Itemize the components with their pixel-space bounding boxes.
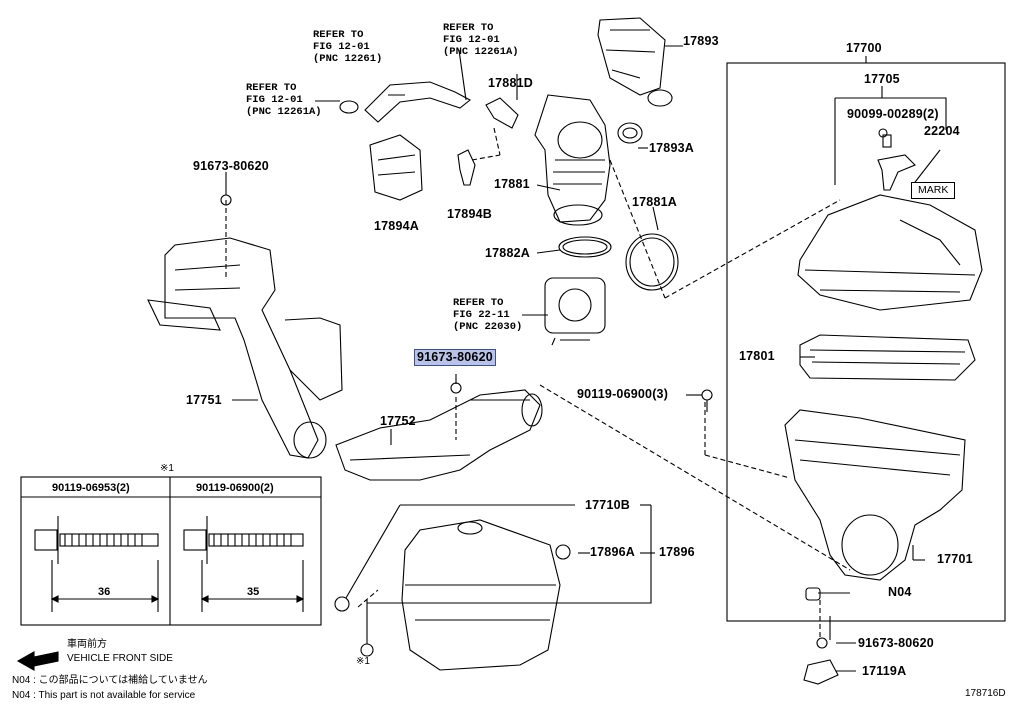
refer-note-pnc-12261: REFER TO FIG 12-01 (PNC 12261)	[313, 29, 383, 65]
label-17705[interactable]: 17705	[864, 72, 900, 86]
label-17752[interactable]: 17752	[380, 414, 416, 428]
label-17700[interactable]: 17700	[846, 41, 882, 55]
vehicle-front-jp: 車両前方	[67, 639, 107, 650]
label-17881A[interactable]: 17881A	[632, 195, 677, 209]
label-17119A[interactable]: 17119A	[862, 664, 907, 678]
inset-col2-header[interactable]: 90119-06900(2)	[196, 482, 274, 494]
label-17881D[interactable]: 17881D	[488, 76, 533, 90]
inset-bolt-2	[183, 516, 305, 612]
refer-note-pnc-12261a-left: REFER TO FIG 12-01 (PNC 12261A)	[246, 82, 322, 118]
label-17896[interactable]: 17896	[659, 545, 695, 559]
label-17701[interactable]: 17701	[937, 552, 973, 566]
label-91673-80620-highlighted[interactable]: 91673-80620	[414, 349, 496, 366]
refer-note-pnc-22030: REFER TO FIG 22-11 (PNC 22030)	[453, 297, 523, 333]
label-90099-00289[interactable]: 90099-00289(2)	[847, 107, 939, 121]
label-17893A[interactable]: 17893A	[649, 141, 694, 155]
label-17896A[interactable]: 17896A	[590, 545, 635, 559]
label-N04[interactable]: N04	[888, 585, 912, 599]
label-17893[interactable]: 17893	[683, 34, 719, 48]
vehicle-front-arrow-icon	[16, 651, 59, 671]
refer-note-pnc-12261a-top: REFER TO FIG 12-01 (PNC 12261A)	[443, 22, 519, 58]
label-17894A[interactable]: 17894A	[374, 219, 419, 233]
label-17801[interactable]: 17801	[739, 349, 775, 363]
inset-bolt-1	[34, 516, 160, 612]
bolt-inset-table	[20, 476, 322, 626]
figure-id: 178716D	[965, 688, 1006, 699]
mark-box: MARK	[911, 182, 956, 199]
label-91673-80620-bottom[interactable]: 91673-80620	[858, 636, 934, 650]
label-17894B[interactable]: 17894B	[447, 207, 492, 221]
label-90119-06900-3[interactable]: 90119-06900(3)	[577, 387, 669, 401]
note-jp: N04 : この部品については補給していません	[12, 675, 208, 686]
inset-col1-dimension: 36	[98, 586, 111, 598]
label-17751[interactable]: 17751	[186, 393, 222, 407]
inset-col1-header[interactable]: 90119-06953(2)	[52, 482, 130, 494]
label-91673-80620-top[interactable]: 91673-80620	[193, 159, 269, 173]
vehicle-front-en: VEHICLE FRONT SIDE	[67, 653, 173, 664]
label-17882A[interactable]: 17882A	[485, 246, 530, 260]
label-17710B[interactable]: 17710B	[585, 498, 630, 512]
inset-marker: ※1	[160, 463, 174, 474]
inset-col2-dimension: 35	[247, 586, 260, 598]
label-22204[interactable]: 22204	[924, 124, 960, 138]
air-cleaner-assembly-frame	[726, 62, 1006, 622]
bottom-bolt-marker: ※1	[356, 656, 370, 667]
label-17881[interactable]: 17881	[494, 177, 530, 191]
note-en: N04 : This part is not available for ser…	[12, 690, 196, 701]
